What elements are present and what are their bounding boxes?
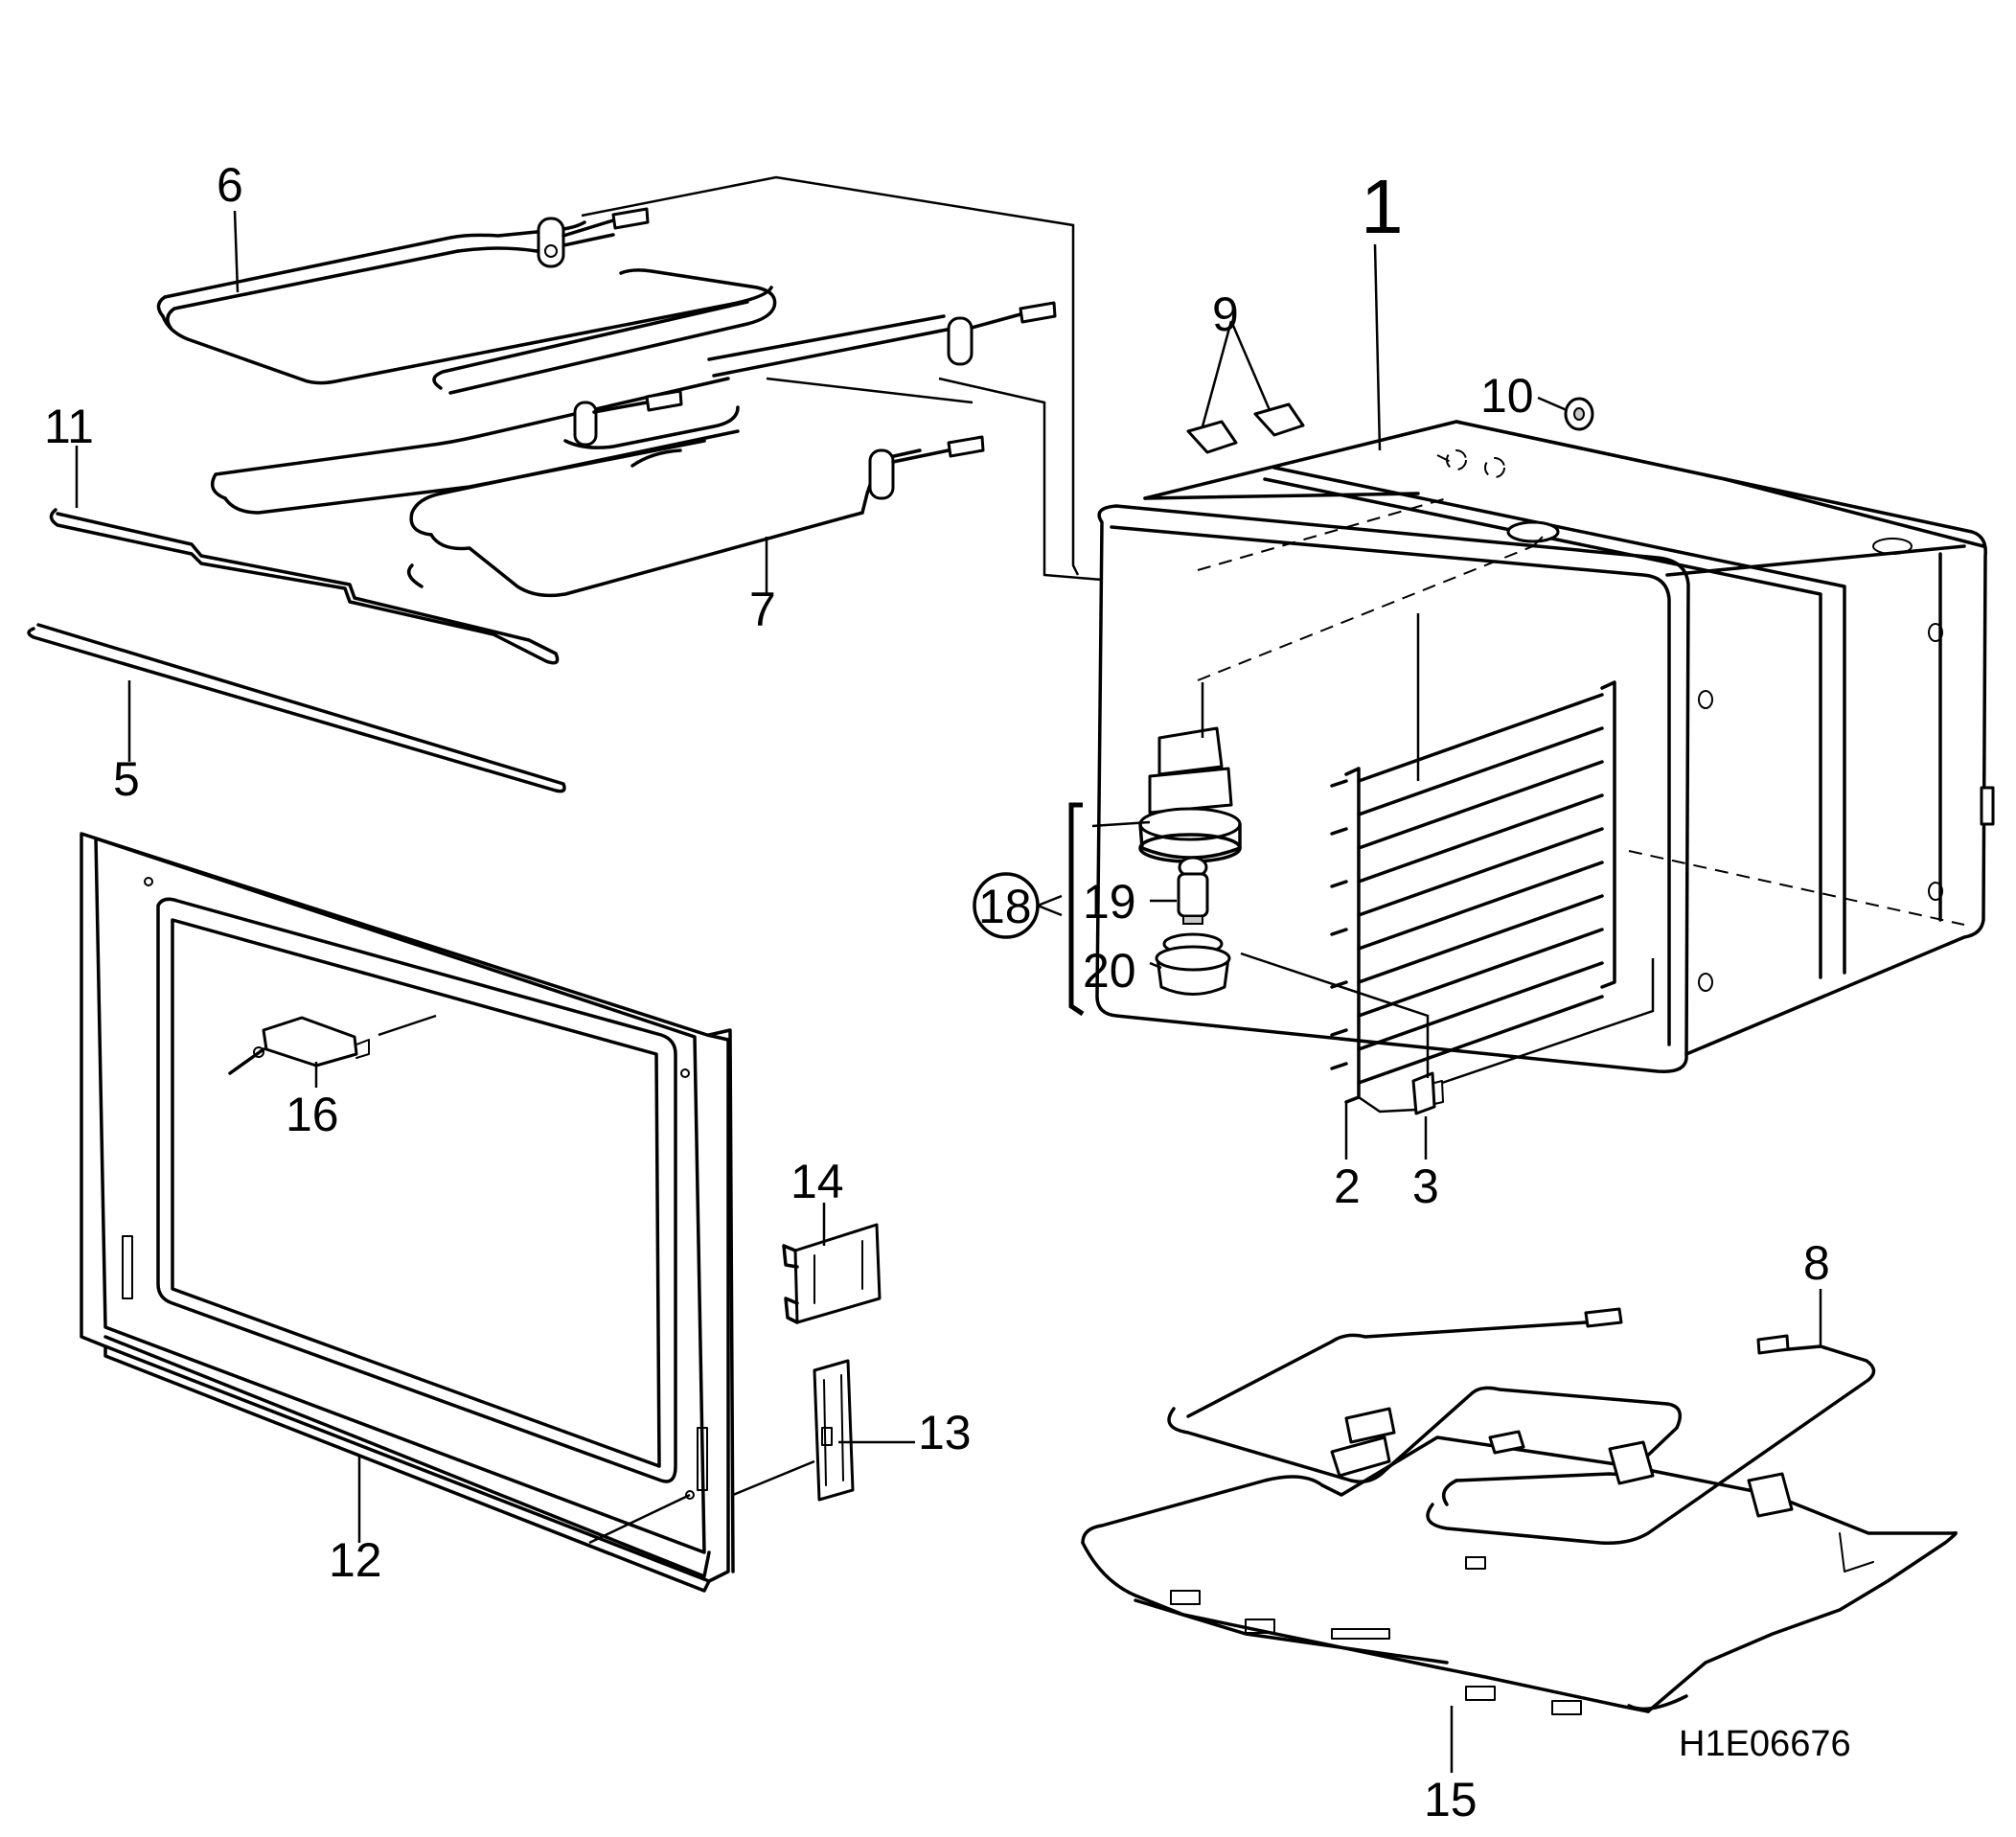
label-part-7: 7 xyxy=(749,583,776,636)
part-20-lamp-cover xyxy=(1155,932,1231,996)
label-part-11: 11 xyxy=(44,400,94,453)
drawing-code: H1E06676 xyxy=(1679,1724,1851,1764)
part-5-straight-rod xyxy=(27,623,566,793)
label-part-19: 19 xyxy=(1083,875,1136,929)
label-part-18: 18 xyxy=(978,880,1032,933)
part-19-lamp-bulb xyxy=(1177,856,1209,925)
label-part-6: 6 xyxy=(217,158,243,212)
part-6-grill-element xyxy=(156,207,777,395)
label-part-13: 13 xyxy=(918,1406,972,1459)
part-7-grill-element xyxy=(210,301,1057,598)
label-part-2: 2 xyxy=(1334,1160,1361,1213)
label-part-9: 9 xyxy=(1212,287,1239,341)
part-2-shelf-rack xyxy=(1330,680,1616,1104)
leader-lines xyxy=(75,175,1822,1773)
part-7-bracket-lower xyxy=(868,448,895,500)
lamp-group-bracket xyxy=(1068,802,1085,1017)
label-part-15: 15 xyxy=(1424,1773,1478,1826)
part-9-clips xyxy=(1186,402,1305,454)
part-15-bottom-cover xyxy=(1081,1407,1958,1715)
part-1-oven-cavity xyxy=(1095,420,1995,1073)
part-10-grommet xyxy=(1564,397,1594,431)
label-part-1: 1 xyxy=(1361,164,1404,249)
part-14-hinge-plate xyxy=(782,1223,882,1324)
part-7-bracket-upper xyxy=(947,316,974,366)
label-part-5: 5 xyxy=(113,752,140,806)
part-13-hinge xyxy=(813,1359,855,1502)
part-3-clip xyxy=(1358,1071,1444,1115)
part-6-bracket xyxy=(537,217,565,268)
label-part-12: 12 xyxy=(329,1533,382,1587)
part-7-bracket-mid xyxy=(573,401,598,447)
part-18-callout-arrow xyxy=(1037,894,1063,917)
label-part-3: 3 xyxy=(1412,1160,1439,1213)
label-part-10: 10 xyxy=(1480,369,1534,423)
label-part-16: 16 xyxy=(286,1088,339,1141)
part-labels: 1 2 3 5 6 7 8 9 10 11 12 13 14 15 16 18 … xyxy=(44,158,1851,1826)
part-11-support-rod xyxy=(49,508,560,665)
label-part-14: 14 xyxy=(790,1155,844,1208)
part-16-door-switch xyxy=(228,1016,370,1075)
part-12-door-frame xyxy=(80,832,735,1593)
label-part-8: 8 xyxy=(1803,1236,1830,1290)
label-part-20: 20 xyxy=(1083,944,1136,998)
part-18-lamp-holder xyxy=(1138,726,1242,863)
